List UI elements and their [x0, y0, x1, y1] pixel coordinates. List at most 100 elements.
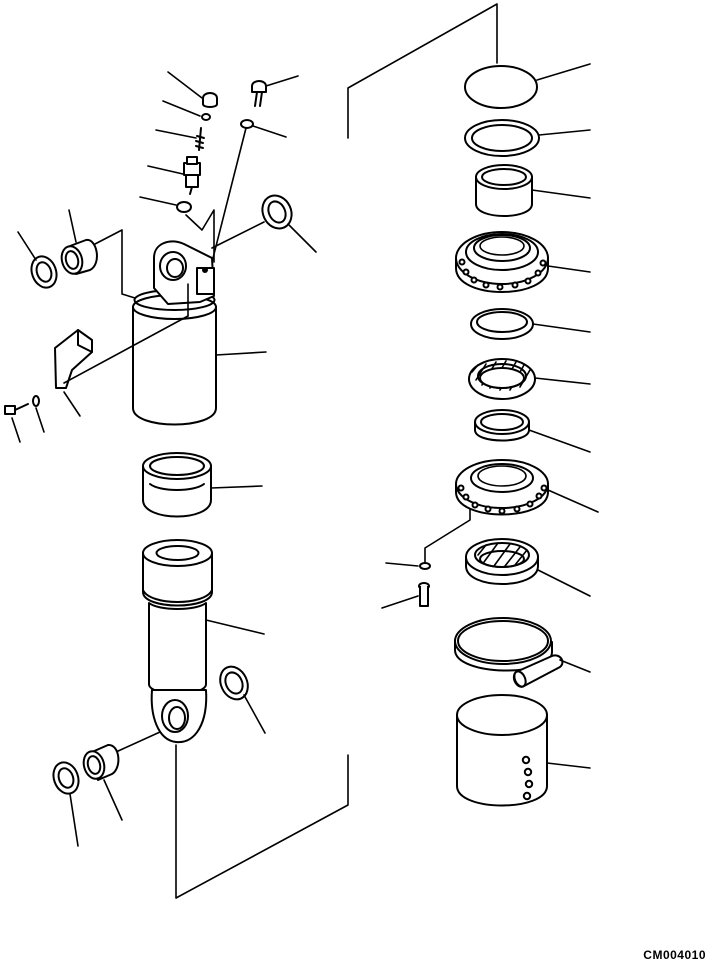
thin-ring-inner	[471, 124, 533, 152]
fitting-cap-body	[202, 98, 218, 108]
small-bolt-shank	[14, 403, 29, 411]
link-bushing-lower	[115, 731, 161, 753]
seal-lower-outer	[219, 665, 249, 701]
leader-small-washer	[35, 407, 45, 433]
hex-fitting-thread	[189, 186, 193, 195]
leader-thick-ring	[532, 323, 591, 333]
top-bolt	[240, 75, 299, 138]
top-bolt-shank-2	[259, 91, 263, 107]
leader-hex-fitting	[147, 165, 184, 175]
leader-cover	[546, 762, 591, 769]
seal-lower-inner	[224, 671, 244, 695]
seal-lower	[219, 665, 266, 734]
bracket-plate-fold	[77, 329, 93, 353]
flat-disk	[464, 65, 538, 109]
clevis-eye	[159, 251, 187, 281]
leader-top-bolt	[265, 75, 299, 87]
bracket-right-top	[347, 3, 498, 139]
bearing-housing-holes	[458, 258, 547, 291]
leader-fitting-washer	[139, 196, 177, 206]
leader-lower-seal-left	[69, 793, 79, 847]
bearing-housing-bore	[473, 234, 531, 262]
piston-rod	[142, 539, 265, 744]
sleeve-bore	[149, 456, 205, 476]
leader-bearing-housing	[547, 265, 591, 273]
bracket-bottom	[175, 744, 349, 899]
fitting-washer	[176, 201, 192, 213]
bracket-fittings	[185, 209, 215, 263]
bushing-bore	[481, 168, 527, 186]
upper-seal-left-inner	[35, 261, 53, 283]
bearing-housing-bore-2	[479, 236, 525, 256]
small-washer	[32, 395, 40, 407]
leader-sleeve	[210, 485, 263, 489]
sleeve-body	[142, 465, 212, 518]
top-bolt-shank	[254, 91, 258, 107]
group-brackets	[94, 3, 498, 899]
seal-upper	[211, 194, 317, 253]
leader-small-collar	[528, 429, 591, 453]
leader-fitting-oring	[162, 100, 201, 117]
leader-fitting-rod	[211, 127, 247, 263]
sleeve-inner-line	[149, 483, 205, 491]
leader-thin-ring	[538, 129, 591, 136]
leader-small-bolt	[11, 417, 21, 443]
rod-shaft	[148, 602, 207, 695]
lower-flange-holes	[457, 484, 548, 515]
leader-rod	[205, 619, 265, 635]
small-bolt-washer	[4, 395, 45, 443]
ribbed-bearing-bore	[479, 367, 525, 389]
thick-ring-inner	[476, 311, 528, 333]
hex-fitting-base	[185, 174, 199, 188]
leader-flat-disk	[536, 63, 591, 81]
cover-holes	[521, 755, 534, 801]
small-collar-bore	[480, 413, 524, 431]
clevis-eye-inner	[166, 258, 184, 278]
sleeve	[142, 452, 263, 518]
lower-flange-bore	[470, 463, 534, 493]
leader-bracket-plate	[63, 391, 81, 417]
fitting-oring	[201, 113, 211, 121]
upper-bushing-left-bore	[64, 250, 80, 270]
top-bolt-head-body	[251, 86, 267, 93]
leader-lower-bushing-left	[103, 779, 123, 821]
left-bushing-lower	[52, 731, 161, 847]
leader-flange-washer	[385, 562, 419, 567]
leader-bushing	[531, 189, 591, 199]
leader-lower-flange	[547, 489, 599, 513]
spring-coils	[195, 135, 205, 149]
lower-seal-left-inner	[57, 767, 75, 789]
leader-top-washer	[252, 125, 287, 138]
cylinder-assembly	[132, 240, 217, 426]
rod-groove	[142, 589, 213, 603]
seal-upper-inner	[267, 200, 287, 224]
leader-cylinder-body	[215, 351, 267, 356]
lower-flange-top	[455, 459, 549, 509]
top-washer	[240, 119, 254, 129]
flange-bolt-shank	[419, 586, 429, 607]
grease-port	[202, 267, 208, 273]
leader-band-clamp	[559, 659, 591, 673]
fitting-stack	[139, 71, 218, 213]
thin-ring-outer	[464, 119, 540, 157]
band-clamp-screw-end	[513, 670, 527, 688]
right-stack	[381, 63, 599, 807]
leader-flange-bolt	[381, 595, 419, 609]
leader-spring-pin	[155, 129, 197, 139]
lower-bushing-left-bore	[86, 755, 102, 775]
rod-head-bore	[155, 545, 200, 561]
bracket-plate-link	[63, 315, 189, 384]
lower-seal-left	[52, 761, 80, 795]
leader-tapered-bearing	[537, 569, 591, 597]
bracket-bushing-left	[94, 229, 136, 299]
bracket-plate	[54, 315, 189, 417]
rod-head-top	[142, 539, 213, 567]
leader-upper-bushing-left	[68, 209, 77, 243]
bearing-housing-top	[455, 231, 549, 285]
small-bolt-head	[4, 405, 16, 415]
bracket-bolt-nut	[424, 504, 471, 564]
leader-fitting-cap	[167, 71, 203, 99]
lower-flange-bore-2	[477, 465, 527, 487]
